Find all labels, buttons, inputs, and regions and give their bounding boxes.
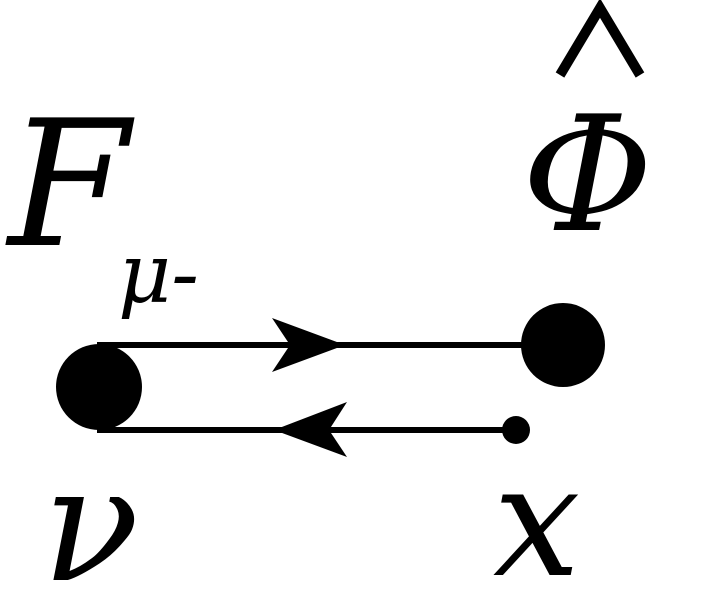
left-vertex-dot [56, 344, 142, 430]
operator-label-main: Φ [522, 81, 653, 268]
right-vertex-label: x [493, 431, 580, 605]
right-lower-vertex-dot [502, 416, 530, 444]
right-upper-vertex-dot [521, 303, 605, 387]
left-vertex-label: ν [42, 431, 139, 605]
left-arrow-icon [274, 402, 347, 457]
right-arrow-icon [272, 318, 345, 372]
hat-accent-icon [555, 0, 645, 78]
field-label-main: F [5, 84, 135, 287]
field-label-subscript: μ- [118, 227, 199, 322]
